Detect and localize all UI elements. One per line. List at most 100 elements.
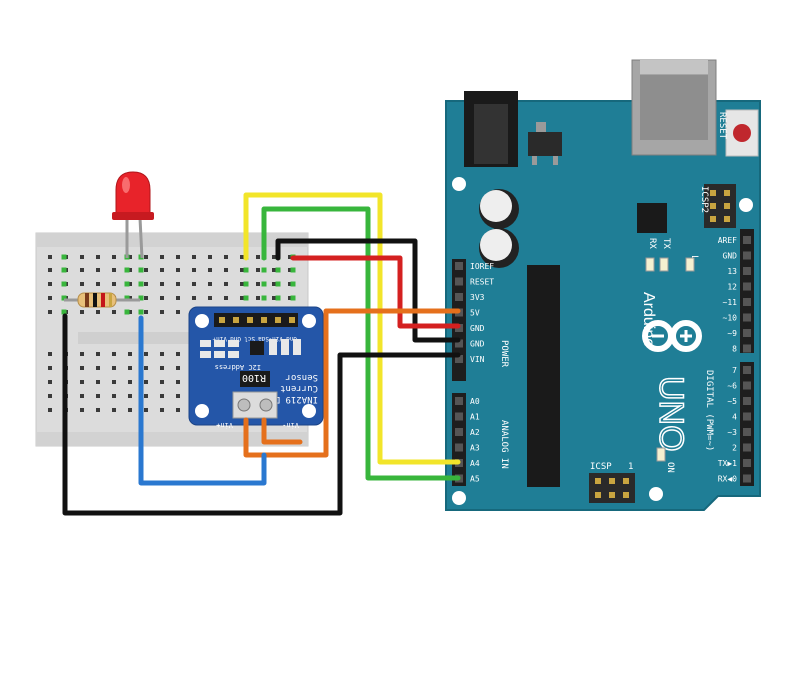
digital-pin[interactable] bbox=[743, 267, 751, 275]
digital-pin[interactable] bbox=[743, 313, 751, 322]
breadboard-hole bbox=[160, 352, 164, 356]
on-led bbox=[656, 447, 666, 462]
wire-blue-led bbox=[138, 315, 267, 486]
digital-pin-label: AREF bbox=[718, 236, 737, 245]
breadboard-hole bbox=[144, 296, 148, 300]
wire-orange-3v3 bbox=[243, 308, 461, 458]
sensor-header-top bbox=[214, 313, 298, 327]
capacitor bbox=[479, 228, 519, 268]
power-pin[interactable] bbox=[455, 293, 463, 301]
breadboard-hole bbox=[144, 408, 148, 412]
sensor-pin[interactable] bbox=[219, 317, 225, 323]
power-jack bbox=[464, 91, 518, 167]
wire-green-scl-a5 bbox=[261, 206, 461, 481]
on-label: ON bbox=[665, 462, 675, 473]
breadboard-hole bbox=[80, 255, 84, 259]
power-label: POWER bbox=[499, 340, 509, 368]
breadboard-hole bbox=[144, 352, 148, 356]
breadboard-hole bbox=[176, 352, 180, 356]
breadboard-hole bbox=[48, 282, 52, 286]
sensor-pin[interactable] bbox=[289, 317, 295, 323]
digital-pin[interactable] bbox=[743, 329, 751, 337]
icsp2-header bbox=[704, 184, 736, 228]
breadboard-hole bbox=[192, 255, 196, 259]
shunt-label: R100 bbox=[242, 372, 266, 383]
analog-pin-label: A1 bbox=[470, 413, 480, 422]
digital-pin[interactable] bbox=[743, 443, 751, 452]
digital-pin[interactable] bbox=[743, 251, 751, 260]
analog-pin[interactable] bbox=[455, 397, 463, 405]
breadboard-hole bbox=[240, 255, 244, 259]
breadboard-hole-active bbox=[275, 295, 281, 301]
breadboard-hole bbox=[160, 255, 164, 259]
arduino-uno-board: RESET ICSP2 TX RX L bbox=[445, 59, 761, 511]
analog-pin[interactable] bbox=[455, 443, 463, 452]
digital-pin[interactable] bbox=[743, 474, 751, 483]
digital-pin[interactable] bbox=[743, 428, 751, 436]
breadboard-hole bbox=[160, 282, 164, 286]
digital-pin-label: ~6 bbox=[727, 382, 737, 391]
breadboard-hole-active bbox=[61, 254, 67, 260]
breadboard-hole bbox=[176, 408, 180, 412]
breadboard-hole bbox=[160, 366, 164, 370]
breadboard-hole bbox=[128, 255, 132, 259]
sensor-title-3: Sensor bbox=[285, 372, 318, 382]
breadboard-hole bbox=[160, 408, 164, 412]
breadboard-hole bbox=[160, 394, 164, 398]
breadboard-hole bbox=[224, 282, 228, 286]
digital-pin[interactable] bbox=[743, 282, 751, 291]
model-label: UNO bbox=[652, 376, 690, 452]
sensor-title-1: INA219 DC bbox=[269, 394, 318, 404]
breadboard-hole bbox=[176, 296, 180, 300]
analog-pin-label: A2 bbox=[470, 428, 480, 437]
analog-pin[interactable] bbox=[455, 412, 463, 421]
digital-pin[interactable] bbox=[743, 236, 751, 244]
digital-pin[interactable] bbox=[743, 366, 751, 374]
power-pin[interactable] bbox=[455, 277, 463, 286]
breadboard-hole-active bbox=[124, 281, 130, 287]
breadboard-hole bbox=[192, 268, 196, 272]
sensor-pin[interactable] bbox=[261, 317, 267, 323]
breadboard-hole-active bbox=[243, 267, 249, 273]
shunt-resistor bbox=[240, 371, 270, 387]
digital-pin[interactable] bbox=[743, 381, 751, 390]
digital-pin[interactable] bbox=[743, 298, 751, 306]
power-pin-label: GND bbox=[470, 324, 485, 333]
tx-label: TX bbox=[661, 238, 671, 249]
breadboard-hole bbox=[48, 296, 52, 300]
digital-pin[interactable] bbox=[743, 344, 751, 353]
power-pin[interactable] bbox=[455, 355, 463, 363]
breadboard-hole-active bbox=[124, 309, 130, 315]
digital-pin-label: ~11 bbox=[723, 298, 738, 307]
analog-pin[interactable] bbox=[455, 428, 463, 436]
power-pin[interactable] bbox=[455, 262, 463, 270]
breadboard-hole bbox=[224, 296, 228, 300]
breadboard-hole bbox=[48, 310, 52, 314]
reset-button[interactable] bbox=[725, 109, 759, 157]
digital-pin[interactable] bbox=[743, 459, 751, 467]
digital-pin-label: ~3 bbox=[727, 428, 737, 437]
breadboard-hole bbox=[48, 394, 52, 398]
breadboard-hole bbox=[128, 380, 132, 384]
breadboard-hole bbox=[96, 366, 100, 370]
wire-yellow-sda-a4 bbox=[243, 192, 461, 465]
breadboard-hole bbox=[272, 268, 276, 272]
sensor-pin[interactable] bbox=[233, 317, 239, 323]
sensor-pin[interactable] bbox=[275, 317, 281, 323]
icsp-header bbox=[589, 473, 635, 503]
brand-label: Arduino bbox=[640, 292, 657, 347]
power-pin[interactable] bbox=[455, 339, 463, 348]
breadboard-hole bbox=[256, 268, 260, 272]
digital-pin[interactable] bbox=[743, 397, 751, 405]
breadboard-hole bbox=[176, 394, 180, 398]
analog-pin-label: A4 bbox=[470, 459, 480, 468]
breadboard-hole bbox=[96, 408, 100, 412]
breadboard-hole bbox=[80, 282, 84, 286]
breadboard-hole bbox=[80, 394, 84, 398]
rx-led bbox=[645, 257, 655, 272]
breadboard-hole bbox=[96, 394, 100, 398]
sensor-pin[interactable] bbox=[247, 317, 253, 323]
breadboard-hole bbox=[128, 296, 132, 300]
digital-pin[interactable] bbox=[743, 412, 751, 421]
